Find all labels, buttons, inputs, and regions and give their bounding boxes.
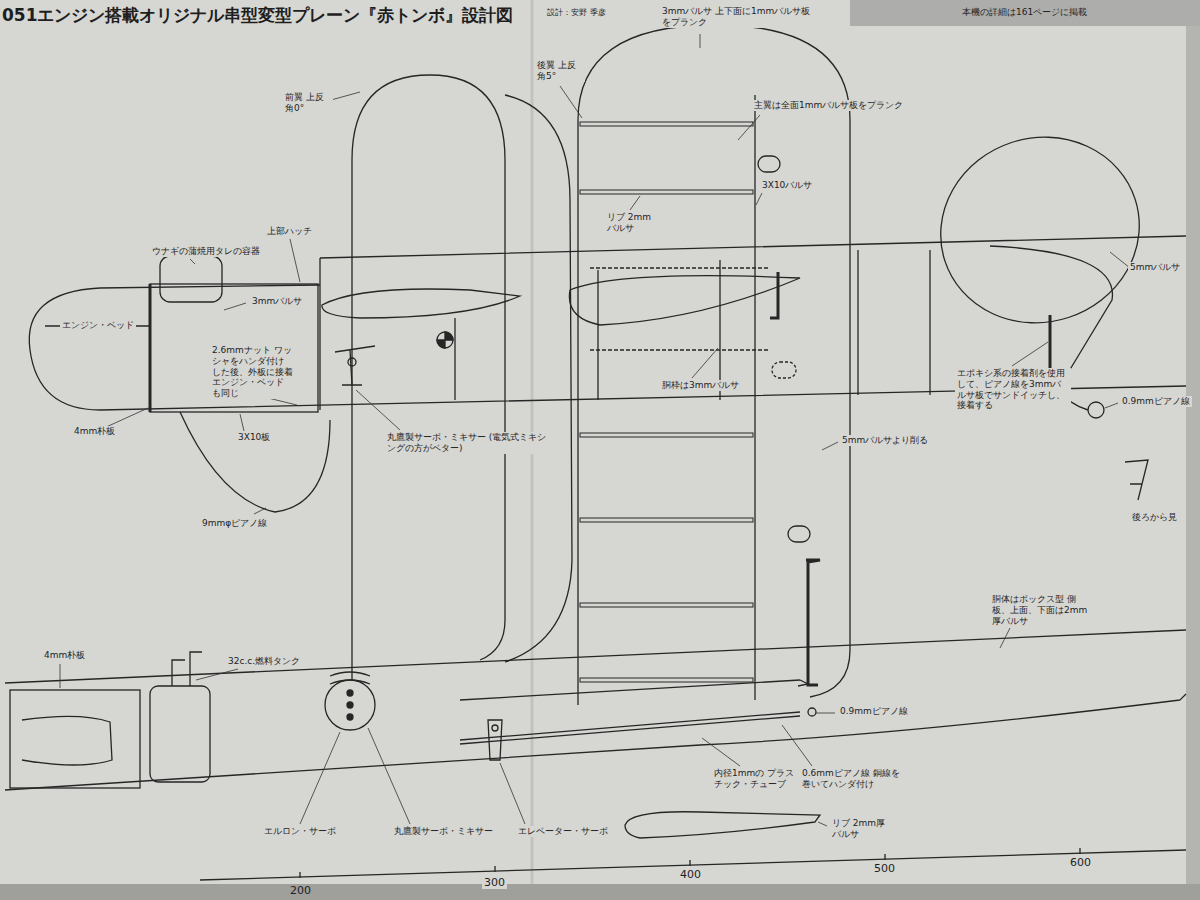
- scale-number: 200: [288, 884, 313, 897]
- annotation: 3mmバルサ 上下面に1mmバルサ板をプランク: [660, 6, 814, 28]
- annotation: エルロン・サーボ: [262, 826, 338, 837]
- annotation: 設計：安野 季彦: [545, 8, 608, 18]
- annotation: 後ろから見: [1130, 512, 1179, 523]
- annotation: 後翼 上反角5°: [535, 60, 585, 82]
- annotation: 9mmφピアノ線: [200, 518, 269, 529]
- annotation: エンジン・ベッド: [60, 320, 136, 331]
- annotation: 4mm朴板: [42, 650, 87, 661]
- annotation: 丸鷹製サーボ・ミキサー (電気式ミキシングの方がベター): [385, 432, 557, 454]
- annotation: 前翼 上反角0°: [283, 92, 333, 114]
- annotation: 3mmバルサ: [250, 296, 304, 307]
- scale-number: 600: [1068, 856, 1093, 869]
- annotation: リブ 2mm厚バルサ: [830, 818, 896, 840]
- annotation: リブ 2mmバルサ: [605, 212, 661, 234]
- annotation: 0.9mmピアノ線: [838, 706, 910, 717]
- annotation: 32c.c.燃料タンク: [226, 656, 302, 667]
- annotation: 胴枠は3mmバルサ: [660, 380, 741, 391]
- annotation: 3X10板: [236, 432, 272, 443]
- annotation: 0.6mmピアノ線 銅線を巻いてハンダ付け: [800, 768, 908, 790]
- annotation: 3X10バルサ: [760, 180, 814, 191]
- annotation: 2.6mmナット ワッシャをハンダ付け した後、外板に接着 エンジン・ベッド も…: [210, 345, 296, 399]
- scale-number: 300: [482, 876, 507, 889]
- annotation: エレベーター・サーボ: [516, 826, 610, 837]
- scale-number: 500: [872, 862, 897, 875]
- annotation: 内径1mmの プラスチック・チューブ: [712, 768, 800, 790]
- plan-title: 051エンジン搭載オリジナル串型変型プレーン『赤トンボ』設計図: [2, 5, 514, 25]
- annotation: 本機の詳細は161ページに掲載: [960, 7, 1089, 18]
- annotation: 5mmバルサ: [1128, 262, 1182, 273]
- annotation: 5mmバルサより削る: [840, 435, 930, 446]
- annotation: 丸鷹製サーボ・ミキサー: [392, 826, 495, 837]
- annotation: 4mm朴板: [72, 426, 117, 437]
- annotation: 上部ハッチ: [265, 226, 314, 237]
- annotation: 0.9mmピアノ線: [1120, 396, 1192, 407]
- annotation: 主翼は全面1mmバルサ板をプランク: [752, 100, 905, 111]
- annotation: ウナギの蒲焼用タレの容器: [150, 246, 262, 257]
- scale-number: 400: [678, 868, 703, 881]
- annotation: 胴体はボックス型 側板、上面、下面は2mm厚バルサ: [990, 594, 1094, 626]
- annotation: エポキシ系の接着剤を使用して、ピアノ線を3mmバルサ板でサンドイッチし、接着する: [955, 368, 1071, 411]
